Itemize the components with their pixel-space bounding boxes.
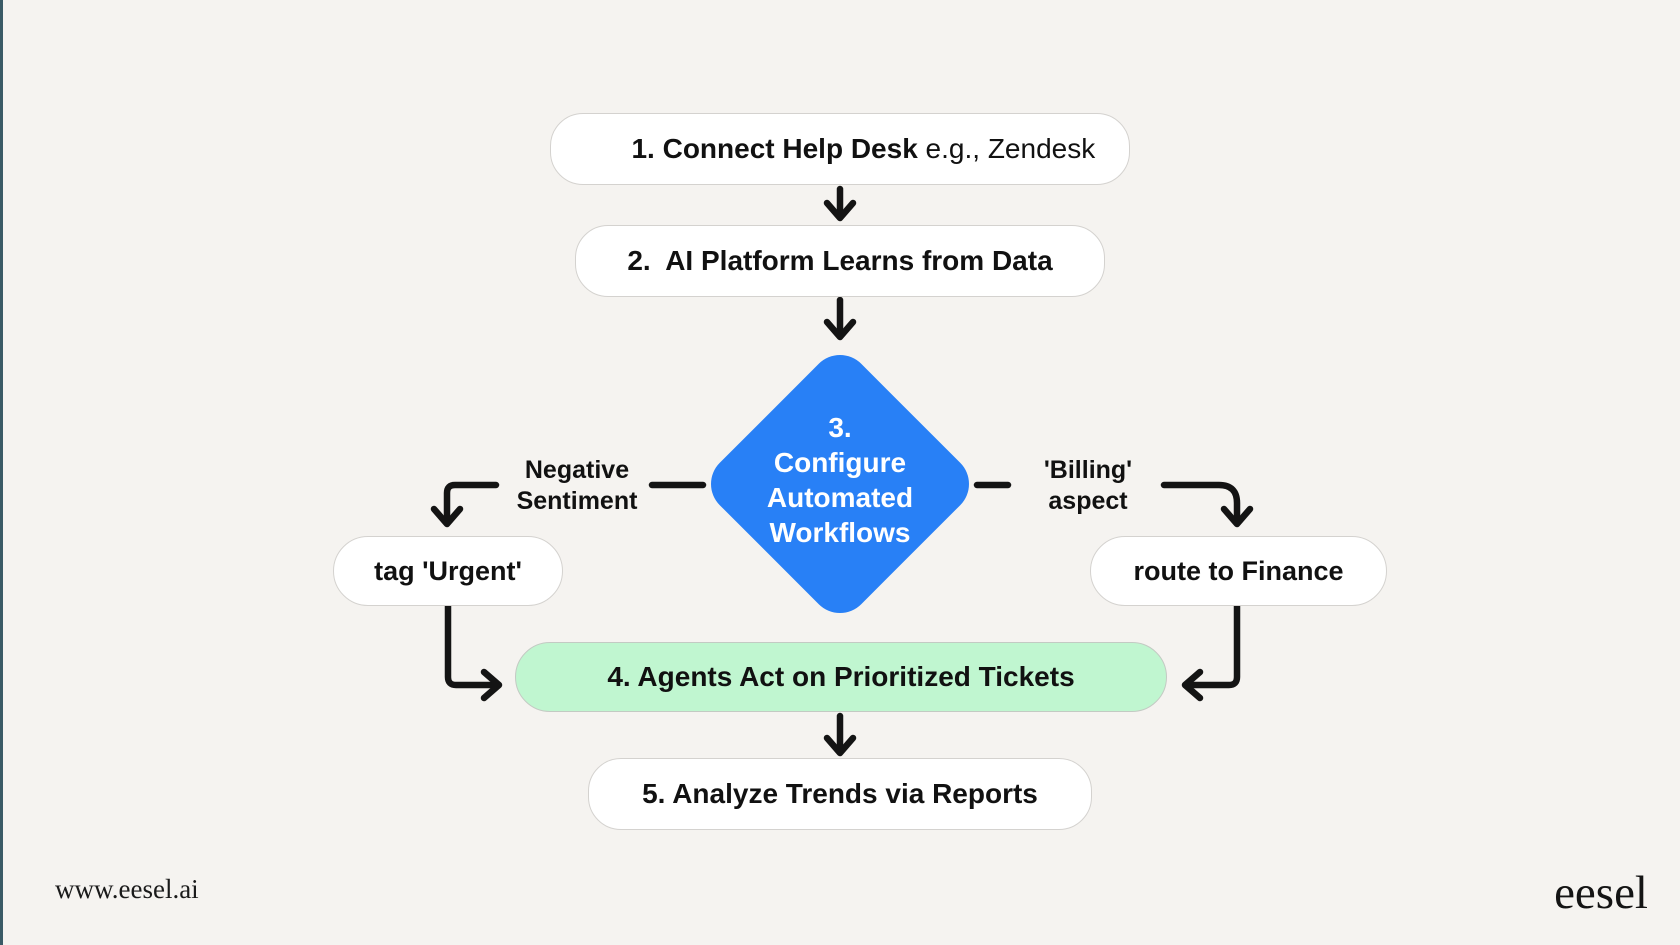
step4-agents-act-node: 4. Agents Act on Prioritized Tickets <box>515 642 1167 712</box>
condition-negative-sentiment: Negative Sentiment <box>516 456 638 515</box>
arrow-down-head-icon <box>823 199 857 222</box>
arrow-right-head-icon <box>480 668 503 702</box>
step3-label: 3. Configure Automated Workflows <box>766 412 914 548</box>
condition-billing-aspect: 'Billing' aspect <box>1043 456 1133 515</box>
step1-subtitle: e.g., Zendesk <box>917 133 1096 164</box>
arrow-down-head-icon <box>430 505 464 528</box>
footer-site-url: www.eesel.ai <box>55 874 199 904</box>
branch-right-elbow <box>1160 481 1241 525</box>
route-to-step4-elbow <box>1187 602 1241 689</box>
arrow-down-head-icon <box>1220 505 1254 528</box>
arrow-down-head-icon <box>823 734 857 757</box>
arrow-left-head-icon <box>1181 668 1204 702</box>
step1-title: 1. Connect Help Desk <box>631 133 918 164</box>
step5-analyze-trends-node: 5. Analyze Trends via Reports <box>588 758 1092 830</box>
branch-left-elbow <box>443 481 500 525</box>
step1-connect-helpdesk-node: 1. Connect Help Desk e.g., Zendesk <box>550 113 1130 185</box>
tag-to-step4-elbow <box>444 602 497 689</box>
left-edge-accent <box>0 0 3 945</box>
step2-ai-platform-node: 2. AI Platform Learns from Data <box>575 225 1105 297</box>
eesel-logo: eesel <box>1554 867 1648 919</box>
action-route-finance-node: route to Finance <box>1090 536 1387 606</box>
action-tag-urgent-node: tag 'Urgent' <box>333 536 563 606</box>
arrow-down-head-icon <box>823 318 857 341</box>
